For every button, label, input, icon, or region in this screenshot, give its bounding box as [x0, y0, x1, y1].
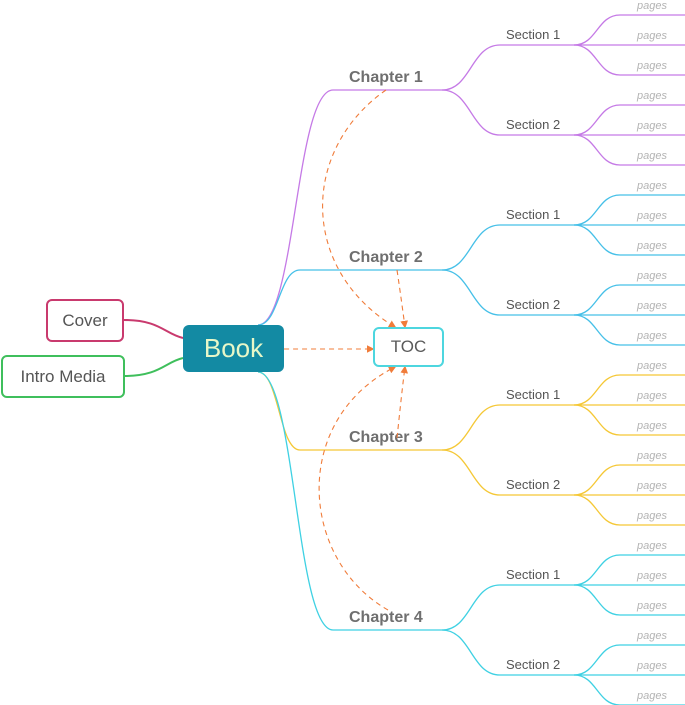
page-label: pages: [636, 150, 667, 162]
section-label: Section 2: [506, 297, 560, 312]
page-branch: [573, 104, 621, 136]
page-label: pages: [636, 660, 667, 672]
intro-media-connector: [123, 357, 184, 377]
page-label: pages: [636, 270, 667, 282]
section-label: Section 2: [506, 477, 560, 492]
section-label: Section 1: [506, 27, 560, 42]
page-label: pages: [636, 120, 667, 132]
section-label: Section 2: [506, 657, 560, 672]
page-branch: [573, 494, 621, 526]
chapter-1-label: Chapter 1: [349, 69, 423, 86]
page-branch: [573, 584, 621, 616]
section-branch: [441, 89, 501, 136]
page-label: pages: [636, 90, 667, 102]
cover-node[interactable]: Cover: [46, 299, 124, 342]
intro-media-label: Intro Media: [20, 366, 106, 386]
page-branch: [573, 554, 621, 586]
page-label: pages: [636, 420, 667, 432]
toc-link-1: [322, 89, 397, 328]
page-label: pages: [636, 600, 667, 612]
section-branch: [441, 629, 501, 676]
book-label: Book: [203, 333, 264, 363]
toc-link-5: [318, 366, 397, 611]
toc-link-4: [396, 365, 409, 439]
page-label: pages: [636, 540, 667, 552]
page-label: pages: [636, 390, 667, 402]
page-label: pages: [636, 360, 667, 372]
toc-node[interactable]: TOC: [373, 327, 444, 367]
page-label: pages: [636, 630, 667, 642]
cover-label: Cover: [62, 310, 108, 330]
chapter-2-label: Chapter 2: [349, 249, 423, 266]
page-label: pages: [636, 240, 667, 252]
page-branch: [573, 374, 621, 406]
chapter-1-branch: [257, 89, 334, 326]
page-branch: [573, 644, 621, 676]
page-label: pages: [636, 60, 667, 72]
page-branch: [573, 314, 621, 346]
page-label: pages: [636, 330, 667, 342]
cover-connector: [123, 319, 184, 339]
section-branch: [441, 269, 501, 316]
chapter-3-label: Chapter 3: [349, 429, 423, 446]
page-branch: [573, 44, 621, 76]
page-branch: [573, 464, 621, 496]
section-label: Section 2: [506, 117, 560, 132]
page-branch: [573, 284, 621, 316]
page-label: pages: [636, 0, 667, 12]
chapter-2-branch: [257, 269, 301, 326]
section-branch: [441, 584, 501, 631]
page-branch: [573, 404, 621, 436]
section-label: Section 1: [506, 207, 560, 222]
page-branch: [573, 14, 621, 46]
page-label: pages: [636, 480, 667, 492]
page-branch: [573, 194, 621, 226]
chapter-4-branch: [257, 371, 334, 631]
section-branch: [441, 404, 501, 451]
page-branch: [573, 674, 621, 705]
section-branch: [441, 44, 501, 91]
page-label: pages: [636, 300, 667, 312]
section-label: Section 1: [506, 567, 560, 582]
section-label: Section 1: [506, 387, 560, 402]
page-label: pages: [636, 690, 667, 702]
chapter-3-branch: [257, 371, 301, 451]
page-label: pages: [636, 570, 667, 582]
chapter-4-label: Chapter 4: [349, 609, 423, 626]
toc-label: TOC: [390, 337, 427, 356]
intro-media-node[interactable]: Intro Media: [1, 355, 125, 398]
page-label: pages: [636, 180, 667, 192]
page-branch: [573, 134, 621, 166]
book-root-node[interactable]: Book: [183, 325, 284, 372]
section-branch: [441, 449, 501, 496]
page-label: pages: [636, 450, 667, 462]
page-label: pages: [636, 210, 667, 222]
toc-link-2: [396, 269, 408, 329]
section-branch: [441, 224, 501, 271]
page-label: pages: [636, 510, 667, 522]
page-branch: [573, 224, 621, 256]
page-label: pages: [636, 30, 667, 42]
